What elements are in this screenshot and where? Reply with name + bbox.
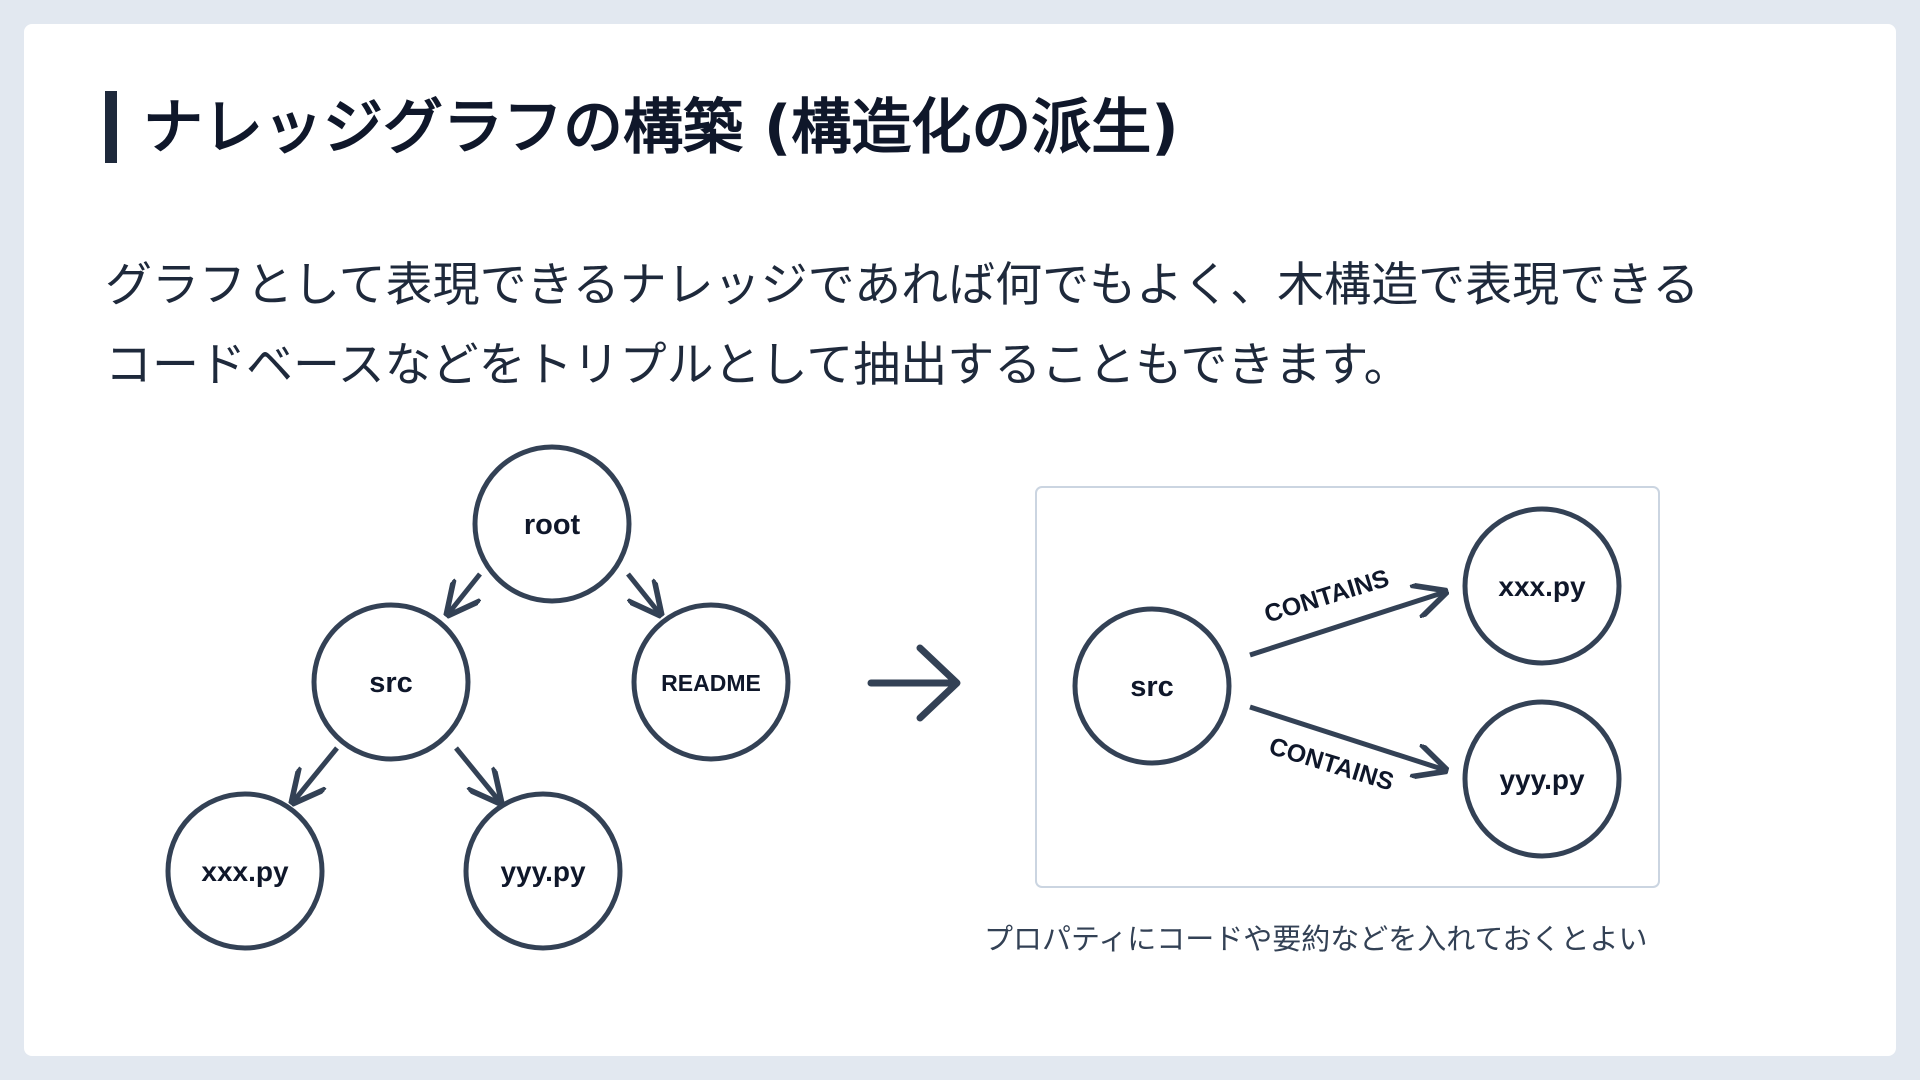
tree-edge-root-src [448,572,482,614]
title-accent-bar [105,91,117,163]
slide: ナレッジグラフの構築 (構造化の派生) グラフとして表現できるナレッジであれば何… [24,24,1896,1056]
body-line-2: コードベースなどをトリプルとして抽出することもできます。 [105,338,1411,393]
graph-node-xxx-label: xxx.py [1498,571,1586,602]
graph-edge-src-yyy [1249,704,1445,770]
right-arrow-icon [867,644,961,722]
tree-node-root: root [472,444,632,604]
graph-node-src-label: src [1130,671,1174,703]
graph-node-xxx: xxx.py [1462,506,1622,666]
tree-node-src: src [311,602,471,762]
tree-node-src-label: src [369,667,413,699]
graph-caption: プロパティにコードや要約などを入れておくとよい [984,922,1648,956]
body-paragraph: グラフとして表現できるナレッジであれば何でもよく、木構造で表現できる コードベー… [105,246,1805,406]
graph-panel: CONTAINS CONTAINS src xxx.py yyy.py [1035,486,1660,888]
graph-node-yyy: yyy.py [1462,699,1622,859]
diagram-canvas: root src README xxx.py yyy.py [165,444,1660,951]
tree-node-readme: README [631,602,791,762]
tree-edge-src-xxx [293,746,339,802]
graph-edge-src-xxx [1249,592,1445,658]
tree-node-root-label: root [524,509,581,541]
page-title: ナレッジグラフの構築 (構造化の派生) [143,93,1179,163]
graph-node-src: src [1072,606,1232,766]
tree-edge-src-yyy [454,746,500,802]
body-line-1: グラフとして表現できるナレッジであれば何でもよく、木構造で表現できる [105,258,1700,313]
tree-node-xxx: xxx.py [165,791,325,951]
tree-node-xxx-label: xxx.py [201,856,289,887]
tree-node-yyy-label: yyy.py [500,856,586,887]
tree-node-readme-label: README [661,670,761,696]
tree-node-yyy: yyy.py [463,791,623,951]
tree-edge-root-readme [626,572,660,614]
graph-node-yyy-label: yyy.py [1499,764,1585,795]
tree-diagram: root src README xxx.py yyy.py [165,444,791,951]
